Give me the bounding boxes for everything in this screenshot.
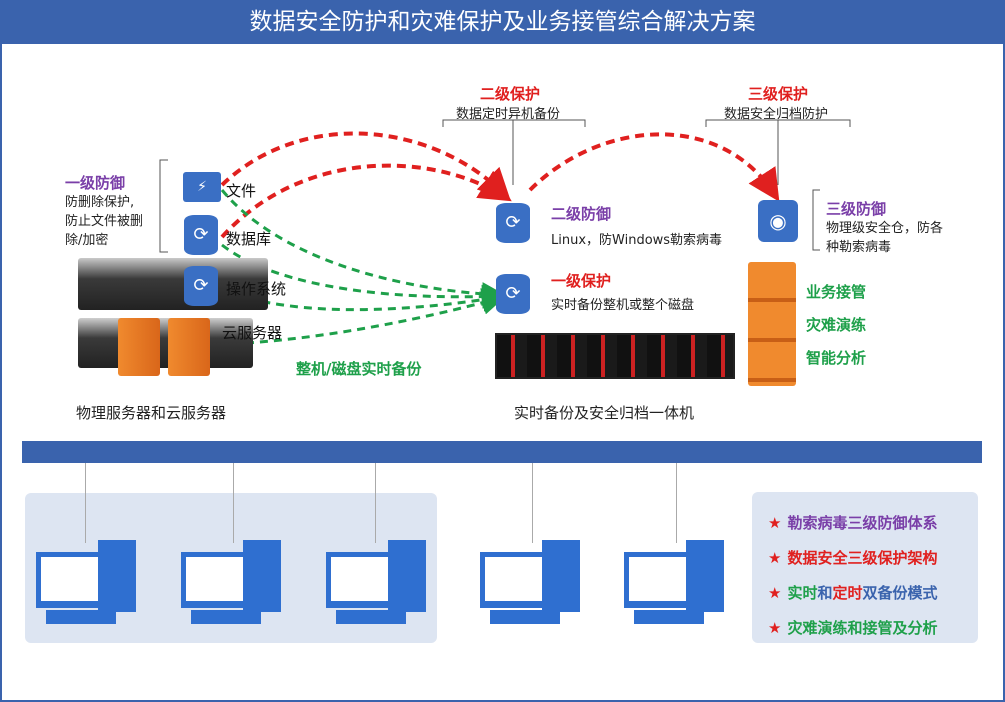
item-os: 操作系统 (226, 280, 287, 298)
feature-text: 灾难演练和接管及分析 (787, 619, 938, 637)
level2-protect-desc: 数据定时异机备份 (456, 107, 561, 122)
link-line (233, 463, 234, 543)
level3-defense-desc: 物理级安全仓，防各 种勒索病毒 (826, 219, 943, 257)
computer-icon (624, 540, 724, 624)
level2-defense-desc: Linux，防Windows勒索病毒 (551, 233, 723, 248)
backup-appliance-image (495, 333, 735, 379)
os-sync-icon: ⟳ (184, 266, 218, 306)
desc-line: 除/加密 (65, 233, 109, 248)
network-bus (22, 441, 982, 463)
level3-defense-title: 三级防御 (826, 200, 887, 218)
service-servers-stack (748, 262, 796, 386)
feature-4: ★ 灾难演练和接管及分析 (768, 617, 978, 638)
desc-line: 防止文件被删 (65, 214, 144, 229)
link-line (532, 463, 533, 543)
archive-disk-icon: ◉ (758, 200, 798, 242)
cloud-server-icon (168, 318, 210, 376)
desc-line: 物理级安全仓，防各 (826, 221, 944, 236)
backup-sync-icon: ⟳ (496, 203, 530, 243)
bracket-level2 (442, 119, 586, 185)
green-arrow-file (220, 189, 506, 307)
feature-text: 双备份模式 (862, 584, 938, 602)
level1-defense-desc: 防删除保护, 防止文件被删 除/加密 (65, 193, 143, 250)
computer-icon (480, 540, 580, 624)
page-title: 数据安全防护和灾难保护及业务接管综合解决方案 (0, 0, 1005, 44)
computer-icon (181, 540, 281, 624)
level2-defense-title: 二级防御 (551, 205, 612, 223)
level3-protect-title: 三级保护 (748, 85, 809, 103)
feature-3: ★ 实时和定时双备份模式 (768, 582, 978, 603)
star-icon: ★ (768, 514, 782, 532)
realtime-backup-label: 整机/磁盘实时备份 (296, 360, 422, 378)
item-database: 数据库 (226, 230, 272, 248)
desc-line: 种勒索病毒 (826, 240, 892, 255)
feature-text: 定时 (832, 584, 863, 602)
item-cloud-server: 云服务器 (222, 324, 283, 342)
star-icon: ★ (768, 619, 782, 637)
level3-protect-desc: 数据安全归档防护 (724, 107, 829, 122)
level1-defense-title: 一级防御 (65, 174, 126, 192)
folder-icon: ⚡ (183, 172, 221, 202)
star-icon: ★ (768, 584, 782, 602)
star-icon: ★ (768, 549, 782, 567)
features-panel: ★ 勒索病毒三级防御体系 ★ 数据安全三级保护架构 ★ 实时和定时双备份模式 ★ 灾难演… (752, 492, 978, 643)
bracket-right (812, 189, 820, 251)
feature-text: 实时 (787, 584, 818, 602)
service-drill: 灾难演练 (806, 316, 867, 334)
link-line (676, 463, 677, 543)
red-arrow-file (220, 131, 511, 201)
service-analysis: 智能分析 (806, 349, 867, 367)
feature-text: 勒索病毒三级防御体系 (787, 514, 938, 532)
realtime-sync-icon: ⟳ (496, 274, 530, 314)
feature-text: 和 (817, 584, 833, 602)
red-arrow-archive (528, 132, 780, 202)
item-file: 文件 (226, 182, 257, 200)
cloud-server-icon (118, 318, 160, 376)
computer-icon (36, 540, 136, 624)
physical-server-image (78, 318, 253, 368)
red-arrow-db (220, 163, 512, 239)
link-line (375, 463, 376, 543)
bracket-level1 (159, 159, 168, 253)
desc-line: 防删除保护, (65, 195, 135, 210)
level1-protect-desc: 实时备份整机或整个磁盘 (551, 298, 695, 313)
feature-1: ★ 勒索病毒三级防御体系 (768, 512, 978, 533)
feature-2: ★ 数据安全三级保护架构 (768, 547, 978, 568)
physical-server-image (78, 258, 268, 310)
middle-caption: 实时备份及安全归档一体机 (514, 404, 695, 422)
computer-icon (326, 540, 426, 624)
database-sync-icon: ⟳ (184, 215, 218, 255)
level2-protect-title: 二级保护 (480, 85, 541, 103)
feature-text: 数据安全三级保护架构 (787, 549, 938, 567)
link-line (85, 463, 86, 543)
level1-protect-title: 一级保护 (551, 272, 612, 290)
service-takeover: 业务接管 (806, 283, 867, 301)
left-caption: 物理服务器和云服务器 (76, 404, 227, 422)
